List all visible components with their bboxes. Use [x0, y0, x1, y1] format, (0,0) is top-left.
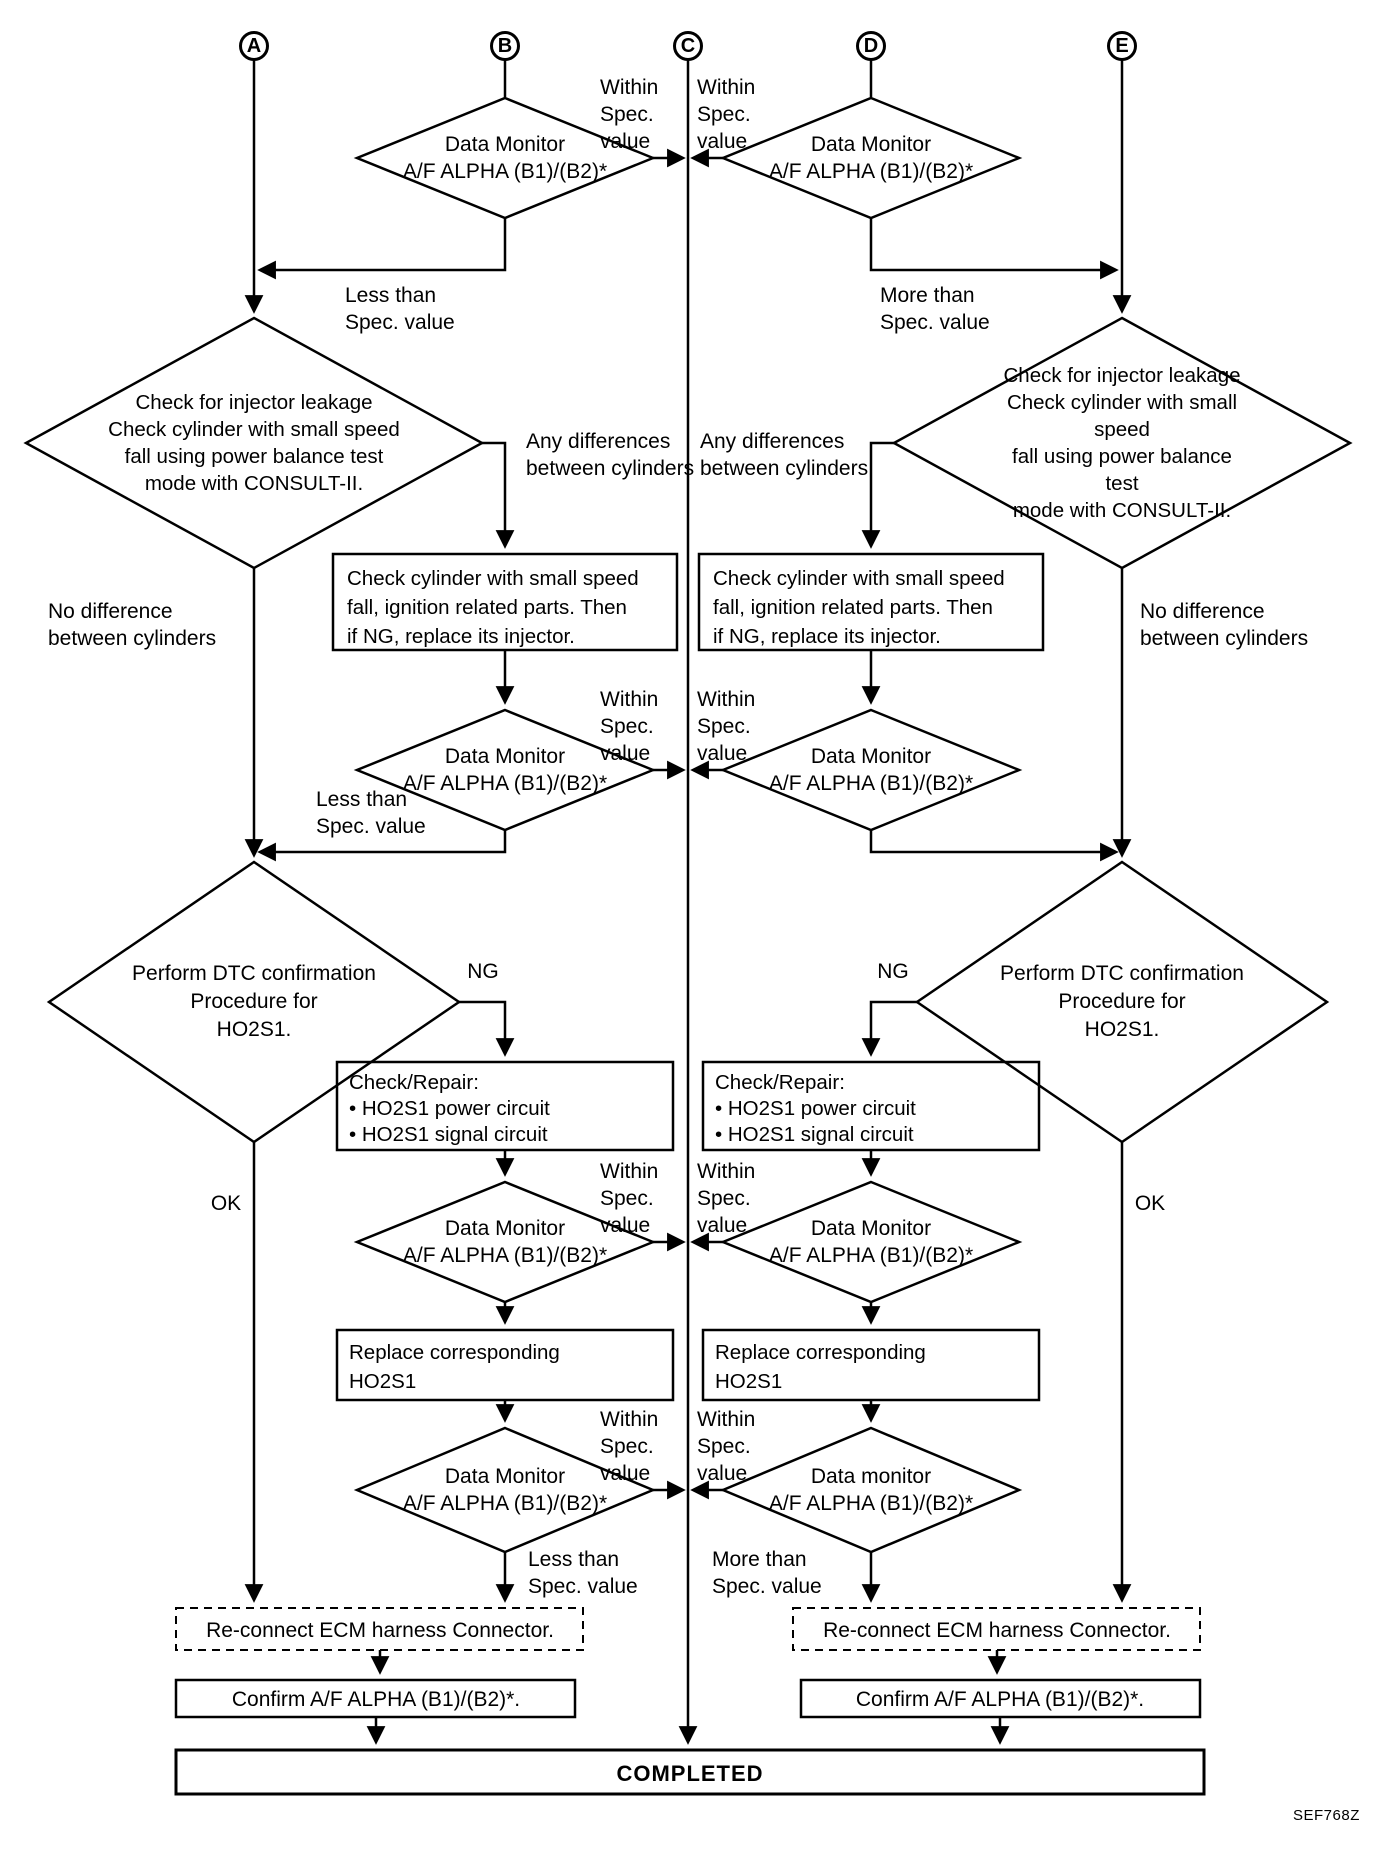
connector-a-circle	[239, 31, 269, 61]
box-reconnect-left	[175, 1607, 584, 1651]
ng-label-left: NG	[467, 960, 499, 983]
within-spec-label-4-right: Within Spec. value	[697, 1408, 756, 1485]
ok-label-left: OK	[210, 1192, 242, 1215]
diamond-data-monitor-2-right-label: Data Monitor A/F ALPHA (B1)/(B2)*	[768, 745, 974, 795]
connector-b-circle	[490, 31, 520, 61]
arrow-more-2	[869, 830, 1119, 862]
arrow-any-diff-left	[482, 441, 515, 549]
arrow-any-diff-right	[861, 441, 894, 549]
box-completed-label: COMPLETED	[616, 1761, 764, 1786]
diamond-dtc-left-label: Perform DTC confirmation Procedure for H…	[132, 962, 376, 1041]
diamond-injector-check-right-label: Check for injector leakage Check cylinde…	[1003, 364, 1241, 522]
connector-d-label: D	[863, 35, 879, 57]
arrow-less-2	[257, 830, 507, 862]
within-spec-label-2-right: Within Spec. value	[697, 688, 756, 765]
box-confirm-right-label: Confirm A/F ALPHA (B1)/(B2)*.	[855, 1688, 1145, 1711]
diamond-injector-check-left-label: Check for injector leakage Check cylinde…	[108, 391, 400, 495]
connector-c-circle	[673, 31, 703, 61]
connector-a-label: A	[246, 35, 262, 57]
box-check-repair-left-label: Check/Repair: • HO2S1 power circuit • HO…	[349, 1071, 550, 1146]
arrow-ng-right	[861, 1000, 917, 1057]
box-replace-right-label: Replace corresponding HO2S1	[715, 1341, 926, 1393]
ok-label-right: OK	[1134, 1192, 1166, 1215]
box-cylinder-check-right-label: Check cylinder with small speed fall, ig…	[713, 567, 1005, 648]
arrow-more-1	[869, 218, 1119, 280]
within-spec-label-3-right: Within Spec. value	[697, 1160, 756, 1237]
diamond-injector-check-left	[23, 316, 485, 570]
diamond-injector-check-right	[891, 316, 1353, 570]
box-completed	[174, 1748, 1206, 1796]
any-diff-label-right: Any differences between cylinders	[700, 430, 869, 480]
no-diff-label-right: No difference between cylinders	[1140, 600, 1309, 650]
box-reconnect-right-label: Re-connect ECM harness Connector.	[823, 1619, 1171, 1642]
diamond-data-monitor-3-left-label: Data Monitor A/F ALPHA (B1)/(B2)*	[402, 1217, 608, 1267]
diamond-data-monitor-2-left-label: Data Monitor A/F ALPHA (B1)/(B2)*	[402, 745, 608, 795]
connector-e-circle	[1107, 31, 1137, 61]
no-diff-label-left: No difference between cylinders	[48, 600, 217, 650]
diamond-data-monitor-3-right-label: Data Monitor A/F ALPHA (B1)/(B2)*	[768, 1217, 974, 1267]
box-confirm-left-label: Confirm A/F ALPHA (B1)/(B2)*.	[231, 1688, 521, 1711]
diamond-data-monitor-4-right-label: Data monitor A/F ALPHA (B1)/(B2)*	[768, 1465, 974, 1515]
arrow-ng-left	[459, 1000, 515, 1057]
connector-d-circle	[856, 31, 886, 61]
less-than-label-2: Less than Spec. value	[316, 788, 426, 838]
less-than-label-1: Less than Spec. value	[345, 284, 455, 334]
arrow-less-1	[257, 218, 507, 280]
connector-e-label: E	[1115, 35, 1129, 57]
within-spec-label-2-left: Within Spec. value	[600, 688, 659, 765]
box-reconnect-left-label: Re-connect ECM harness Connector.	[206, 1619, 554, 1642]
connector-b-label: B	[497, 35, 513, 57]
more-than-label-1: More than Spec. value	[880, 284, 990, 334]
box-reconnect-right	[792, 1607, 1201, 1651]
box-cylinder-check-left-label: Check cylinder with small speed fall, ig…	[347, 567, 639, 648]
box-check-repair-right-label: Check/Repair: • HO2S1 power circuit • HO…	[715, 1071, 916, 1146]
box-replace-left-label: Replace corresponding HO2S1	[349, 1341, 560, 1393]
figure-reference: SEF768Z	[1293, 1807, 1360, 1824]
within-spec-label-1-right: Within Spec. value	[697, 76, 756, 153]
within-spec-label-3-left: Within Spec. value	[600, 1160, 659, 1237]
diamond-data-monitor-1-left-label: Data Monitor A/F ALPHA (B1)/(B2)*	[402, 133, 608, 183]
any-diff-label-left: Any differences between cylinders	[526, 430, 695, 480]
diamond-data-monitor-4-left-label: Data Monitor A/F ALPHA (B1)/(B2)*	[402, 1465, 608, 1515]
diamond-data-monitor-1-right-label: Data Monitor A/F ALPHA (B1)/(B2)*	[768, 133, 974, 183]
diamond-dtc-left	[46, 860, 462, 1144]
less-than-label-4: Less than Spec. value	[528, 1548, 638, 1598]
connector-c-label: C	[680, 35, 696, 57]
more-than-label-4: More than Spec. value	[712, 1548, 822, 1598]
diamond-dtc-right-label: Perform DTC confirmation Procedure for H…	[1000, 962, 1244, 1041]
within-spec-label-1-left: Within Spec. value	[600, 76, 659, 153]
ng-label-right: NG	[877, 960, 909, 983]
diamond-dtc-right	[914, 860, 1330, 1144]
within-spec-label-4-left: Within Spec. value	[600, 1408, 659, 1485]
